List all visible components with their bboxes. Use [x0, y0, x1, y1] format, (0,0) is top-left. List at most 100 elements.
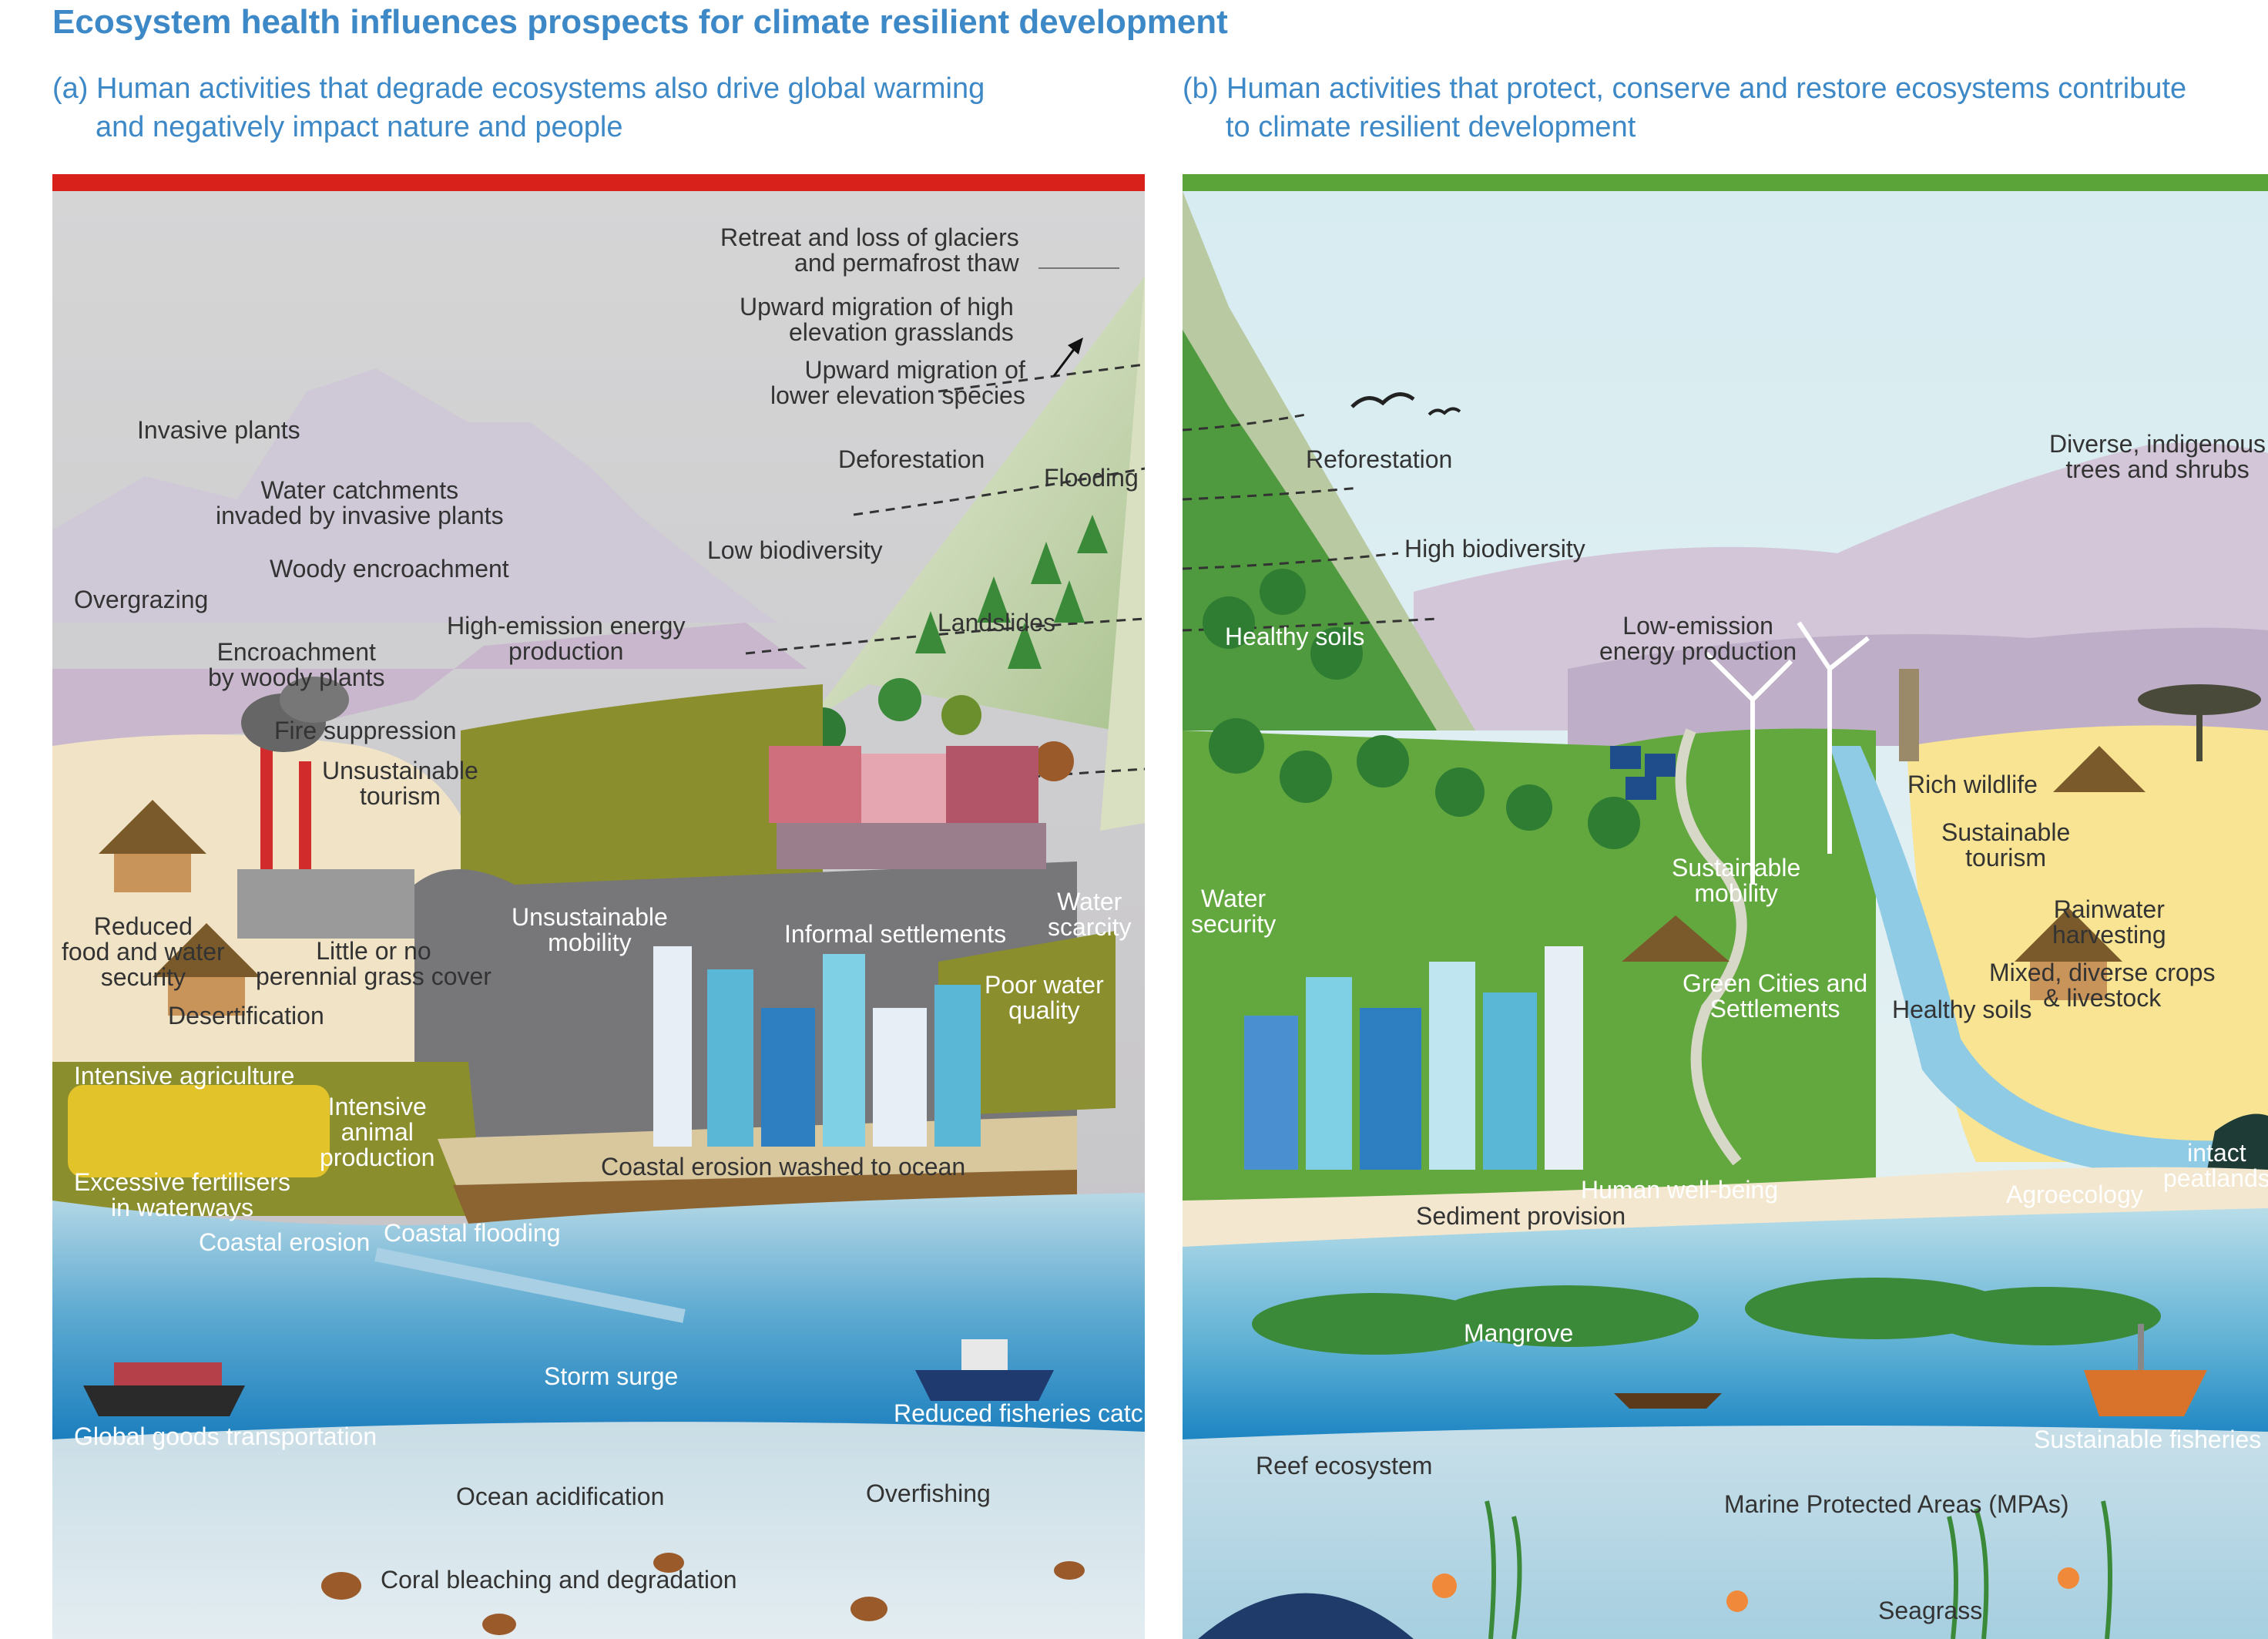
label-human-wellbeing: Human well-being	[1581, 1176, 1779, 1204]
cargo-ship	[83, 1362, 245, 1416]
label-sus-tourism-line2: tourism	[1965, 844, 2047, 872]
label-green-cities: Green Cities and Settlements	[1683, 971, 1867, 1022]
panel-a-subtitle-line2: and negatively impact nature and people	[96, 111, 623, 143]
label-green-cities-line1: Green Cities and	[1683, 969, 1868, 997]
label-high-emission: High-emission energy production	[447, 613, 685, 664]
mangrove-islands	[1252, 1278, 2161, 1355]
olive-right-patch	[938, 931, 1116, 1116]
label-high-emission-line2: production	[508, 637, 624, 665]
label-low-emission-line2: energy production	[1599, 637, 1797, 665]
label-grasslands-line1: Upward migration of high	[740, 293, 1014, 321]
label-peatlands-line1: intact	[2187, 1139, 2246, 1167]
label-glaciers: Retreat and loss of glaciers and permafr…	[720, 225, 1019, 276]
glacier-edge	[1100, 276, 1145, 831]
label-sus-mobility-line2: mobility	[1694, 879, 1778, 907]
label-animal-line3: production	[320, 1144, 435, 1171]
label-deforestation: Deforestation	[838, 445, 985, 473]
label-agroecology: Agroecology	[2006, 1181, 2143, 1208]
panel-a-red-bar	[52, 174, 1145, 191]
label-high-biodiversity: High biodiversity	[1404, 535, 1585, 563]
panel-b-illustration	[1183, 191, 2268, 1639]
canoe	[1614, 1393, 1722, 1409]
label-little-grass: Little or no perennial grass cover	[256, 939, 492, 989]
label-mpas: Marine Protected Areas (MPAs)	[1724, 1490, 2069, 1518]
label-sustainable-mobility: Sustainable mobility	[1672, 855, 1800, 906]
coral-rocks	[321, 1553, 1085, 1635]
yellow-crop-field	[68, 1085, 330, 1177]
label-catchments: Water catchments invaded by invasive pla…	[216, 478, 504, 529]
label-invasive-plants: Invasive plants	[137, 416, 300, 444]
label-desertification: Desertification	[168, 1002, 324, 1029]
sustainable-fishing-boat	[2084, 1324, 2207, 1416]
label-grasslands-line2: elevation grasslands	[789, 318, 1014, 346]
label-sediment-provision: Sediment provision	[1416, 1202, 1626, 1230]
label-overgrazing: Overgrazing	[74, 586, 209, 613]
migration-arrow-head	[1068, 338, 1083, 354]
label-diverse-trees-line1: Diverse, indigenous	[2049, 430, 2266, 458]
label-peatlands-line2: peatlands	[2163, 1164, 2268, 1192]
label-coastal-erosion: Coastal erosion	[199, 1228, 371, 1256]
label-ocean-acidification: Ocean acidification	[456, 1483, 665, 1510]
wind-turbines	[1704, 621, 1870, 885]
seagrass	[1485, 1500, 2112, 1639]
fishing-trawler	[915, 1339, 1054, 1401]
label-species: Upward migration of lower elevation spec…	[770, 358, 1025, 408]
purple-hills	[52, 623, 807, 746]
label-water-security-line1: Water	[1201, 885, 1267, 912]
storm-wave	[374, 1248, 686, 1323]
label-water-scarcity-line1: Water	[1057, 888, 1122, 915]
label-tourism-line2: tourism	[359, 782, 441, 810]
label-fire-suppression: Fire suppression	[274, 717, 457, 744]
city-skyline	[653, 946, 981, 1147]
label-fertilisers-line1: Excessive fertilisers	[74, 1168, 290, 1196]
label-storm-surge: Storm surge	[544, 1362, 679, 1390]
label-rainwater-line2: harvesting	[2052, 921, 2166, 949]
label-sustainable-tourism: Sustainable tourism	[1941, 820, 2070, 871]
label-fertilisers-line2: in waterways	[111, 1194, 253, 1221]
migration-arrow-line	[1052, 344, 1079, 377]
label-mixed-crops-line2: & livestock	[2043, 984, 2162, 1012]
label-mobility-line2: mobility	[548, 929, 632, 956]
label-flooding: Flooding	[1044, 464, 1139, 492]
panel-b-subtitle-line2: to climate resilient development	[1226, 111, 1636, 143]
mountain-slope	[807, 276, 1145, 746]
soil-edge	[453, 1170, 1077, 1224]
label-intensive-agriculture: Intensive agriculture	[74, 1062, 295, 1090]
panel-b-green-bar	[1183, 174, 2268, 191]
elevation-line-b2	[1183, 486, 1360, 501]
label-species-line2: lower elevation species	[770, 381, 1025, 409]
label-encroachment: Encroachment by woody plants	[208, 640, 384, 690]
label-rich-wildlife: Rich wildlife	[1907, 771, 2038, 798]
label-grass-line2: perennial grass cover	[256, 962, 492, 990]
label-water-security: Water security	[1191, 886, 1276, 937]
label-informal-settlements: Informal settlements	[784, 920, 1007, 948]
factory	[237, 677, 414, 939]
label-reduced-line2: food and water	[62, 938, 225, 966]
label-animal-line1: Intensive	[327, 1093, 427, 1120]
acacia-trees	[1899, 669, 2261, 761]
label-mobility-line1: Unsustainable	[512, 903, 668, 931]
label-diverse-trees-line2: trees and shrubs	[2065, 455, 2250, 483]
label-overfishing: Overfishing	[866, 1479, 991, 1507]
label-poor-water-line1: Poor water	[985, 971, 1104, 999]
label-glaciers-line2: and permafrost thaw	[794, 249, 1019, 277]
bird-1	[1350, 392, 1415, 408]
coastal-sea-b	[1183, 1208, 2268, 1439]
solar-panels	[1610, 746, 1676, 800]
label-water-scarcity-line2: scarcity	[1048, 913, 1132, 941]
label-mixed-crops: Mixed, diverse crops & livestock	[1989, 960, 2215, 1011]
coastal-sea	[52, 1193, 1145, 1439]
elevation-line-1	[938, 363, 1145, 393]
label-glaciers-line1: Retreat and loss of glaciers	[720, 223, 1019, 251]
label-healthy-soils-farm: Healthy soils	[1892, 996, 2032, 1023]
forest-trees	[1203, 569, 1640, 849]
elevation-line-2	[853, 467, 1145, 516]
label-unsustainable-tourism: Unsustainable tourism	[322, 758, 478, 809]
label-global-goods: Global goods transportation	[74, 1422, 377, 1450]
reef-rock	[1198, 1593, 1414, 1639]
label-sus-mobility-line1: Sustainable	[1672, 854, 1801, 882]
label-sustainable-fisheries: Sustainable fisheries	[2034, 1426, 2262, 1453]
huts	[99, 800, 260, 1016]
label-reef-ecosystem: Reef ecosystem	[1256, 1452, 1433, 1479]
label-reduced-security: Reduced food and water security	[62, 914, 225, 990]
